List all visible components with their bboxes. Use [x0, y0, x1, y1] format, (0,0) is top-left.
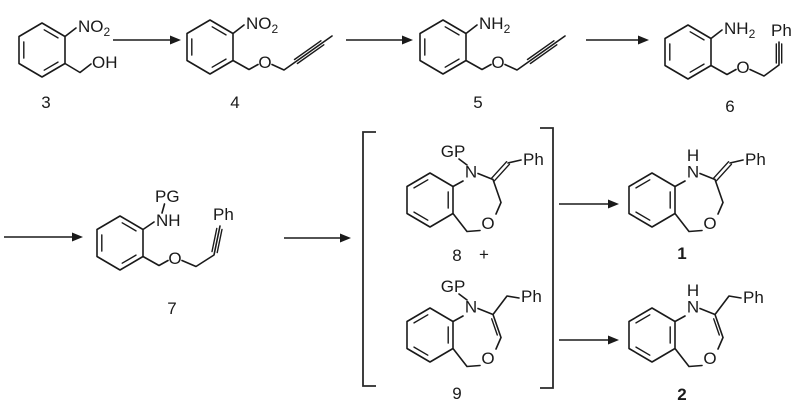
arrow-head-icon — [340, 233, 351, 243]
compound-1-double-bonds — [635, 161, 733, 221]
compound-8-double-bonds — [413, 161, 511, 221]
reaction-arrow-7 — [559, 335, 619, 345]
arrow-head-icon — [72, 232, 83, 242]
compound-7: PG NH O Ph 7 — [96, 187, 234, 318]
compound-2-bonds — [628, 295, 742, 368]
right-bracket — [540, 127, 554, 389]
ether-oxygen-label: O — [736, 58, 749, 77]
arrow-head-icon — [402, 35, 413, 45]
amine-group-label: NH2 — [479, 14, 511, 36]
compound-7-number: 7 — [167, 299, 176, 318]
arrow-head-icon — [608, 199, 619, 209]
compound-3-double-bonds — [23, 29, 59, 71]
ether-oxygen-label: O — [258, 53, 271, 72]
compound-4-bonds — [186, 19, 333, 75]
nh-hydrogen-label: H — [687, 146, 699, 165]
ring-nitrogen-label: N — [465, 163, 477, 182]
arrow-head-icon — [170, 35, 181, 45]
ring-oxygen-label: O — [703, 349, 716, 368]
reaction-arrow-2 — [346, 35, 413, 45]
compound-2: H N O Ph 2 — [628, 281, 764, 404]
compound-5-double-bonds — [424, 26, 558, 68]
amine-nh-label: NH — [156, 211, 181, 230]
ring-nitrogen-label: N — [465, 298, 477, 317]
protecting-group-label: GP — [441, 277, 466, 296]
hydroxyl-group-label: OH — [92, 53, 118, 72]
phenyl-group-label: Ph — [745, 150, 766, 169]
compound-1-number: 1 — [677, 244, 686, 263]
nh-hydrogen-label: H — [687, 281, 699, 300]
compound-6-number: 6 — [725, 97, 734, 116]
phenyl-group-label: Ph — [523, 150, 544, 169]
arrow-head-icon — [638, 35, 649, 45]
protecting-group-label: GP — [441, 142, 466, 161]
amine-group-label: NH2 — [724, 19, 756, 41]
ring-nitrogen-label: N — [687, 163, 699, 182]
compound-4: NO2 O 4 — [186, 14, 333, 112]
compound-1-bonds — [628, 159, 744, 233]
reaction-arrow-4 — [4, 232, 83, 242]
ring-oxygen-label: O — [703, 214, 716, 233]
compound-5-number: 5 — [473, 93, 482, 112]
compound-2-number: 2 — [677, 385, 686, 404]
compound-9-bonds — [406, 293, 520, 368]
reaction-arrow-1 — [113, 35, 181, 45]
ring-oxygen-label: O — [481, 349, 494, 368]
compound-4-double-bonds — [191, 26, 325, 68]
phenyl-group-label: Ph — [743, 288, 764, 307]
ring-oxygen-label: O — [481, 214, 494, 233]
phenyl-group-label: Ph — [213, 205, 234, 224]
compound-5-bonds — [419, 19, 566, 75]
compound-8: GP N O Ph 8 — [406, 142, 544, 265]
compound-6: NH2 O Ph 6 — [664, 19, 792, 116]
compound-6-bonds — [664, 24, 780, 80]
compound-5: NH2 O 5 — [419, 14, 566, 112]
compound-2-double-bonds — [635, 314, 720, 356]
ether-oxygen-label: O — [491, 53, 504, 72]
compound-6-double-bonds — [669, 31, 783, 73]
plus-sign: + — [479, 245, 489, 264]
reaction-arrow-3 — [586, 35, 649, 45]
compound-3-number: 3 — [41, 93, 50, 112]
compound-3-bonds — [18, 22, 92, 78]
arrow-head-icon — [608, 335, 619, 345]
compound-9-double-bonds — [413, 314, 498, 356]
nitro-group-label: NO2 — [246, 14, 279, 36]
compound-9: GP N O Ph 9 — [406, 277, 542, 403]
compound-9-number: 9 — [452, 384, 461, 403]
compound-3: NO2 OH 3 — [18, 17, 118, 112]
compound-1: H N O Ph 1 — [628, 146, 766, 263]
left-bracket — [362, 131, 376, 387]
reaction-arrow-6 — [559, 199, 619, 209]
compound-7-bonds — [96, 203, 221, 271]
compound-7-double-bonds — [101, 222, 223, 264]
protecting-group-label: PG — [155, 187, 180, 206]
compound-8-number: 8 — [452, 246, 461, 265]
reaction-arrow-5 — [284, 233, 351, 243]
phenyl-group-label: Ph — [771, 21, 792, 40]
nitro-group-label: NO2 — [78, 17, 111, 39]
compound-8-bonds — [406, 158, 522, 233]
ether-oxygen-label: O — [168, 249, 181, 268]
compound-4-number: 4 — [230, 93, 239, 112]
phenyl-group-label: Ph — [521, 287, 542, 306]
ring-nitrogen-label: N — [687, 298, 699, 317]
